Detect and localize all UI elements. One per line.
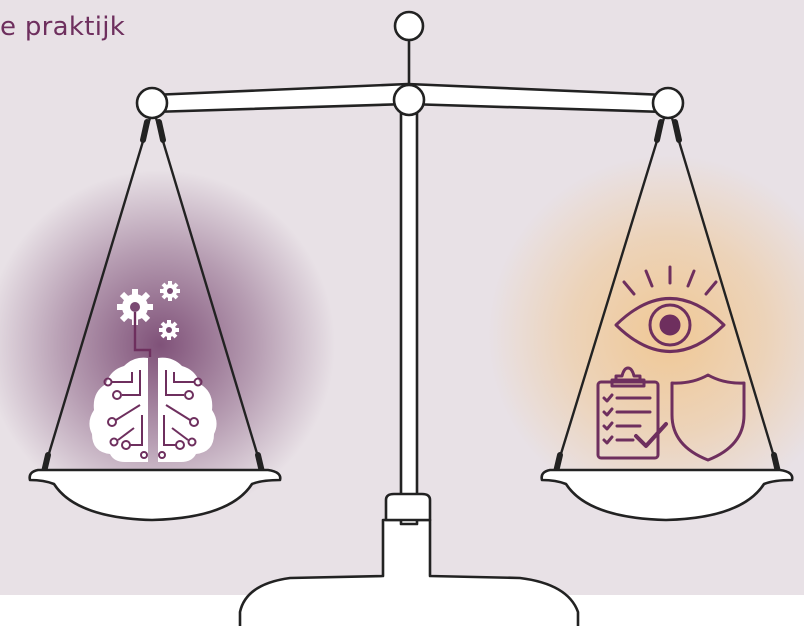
pivot-joint (392, 83, 426, 117)
right-pan-glow (488, 155, 804, 515)
caption-text: e praktijk (0, 12, 126, 42)
pillar-collar (384, 492, 432, 522)
brain-right-half (158, 357, 217, 462)
small-gear-top-icon (160, 281, 180, 301)
right-chain-clip-b (672, 119, 682, 143)
scale-pillar (399, 88, 419, 526)
small-gear-bottom-icon (159, 320, 179, 340)
shield-icon (670, 373, 746, 462)
left-beam-joint (135, 86, 169, 120)
left-chain-clip-b (156, 119, 166, 143)
brain-left-half (89, 357, 148, 462)
right-pan (540, 468, 794, 522)
large-gear-icon (117, 289, 153, 325)
right-chain-outer (670, 116, 780, 472)
checklist-clipboard-icon (596, 366, 668, 460)
left-pan-glow (0, 170, 335, 520)
right-chain-clip-a (654, 119, 664, 143)
left-pan (28, 468, 282, 522)
right-chain-inner (554, 116, 666, 472)
eye-icon (614, 265, 726, 353)
left-chain-outer (42, 116, 152, 472)
left-chain-clip-a (140, 119, 150, 143)
ai-brain-gears-icon (89, 281, 217, 462)
left-chain-inner (154, 116, 264, 472)
right-beam-joint (651, 86, 685, 120)
top-knob (393, 10, 425, 42)
